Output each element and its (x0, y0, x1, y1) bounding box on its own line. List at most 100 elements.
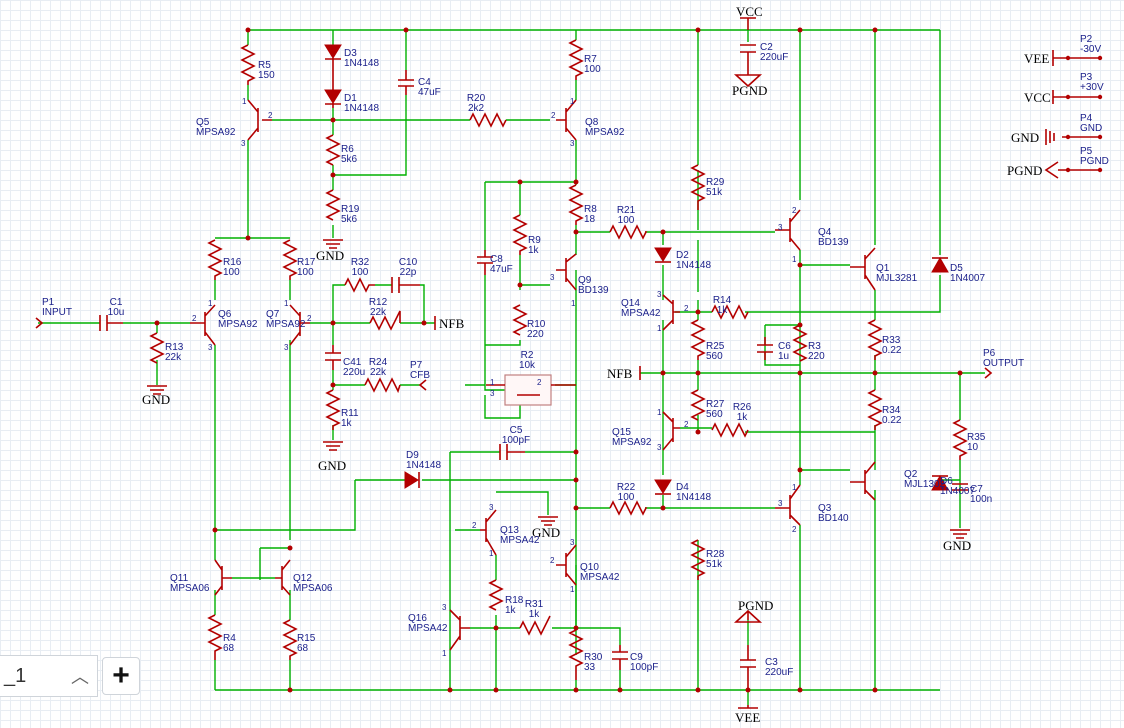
part-r4-value: 68 (223, 643, 235, 654)
part-r30-value: 33 (584, 662, 596, 673)
part-q7-ref: Q7 (266, 309, 280, 320)
part-r24-ref: R24 (369, 357, 388, 368)
part-d3-value: 1N4148 (344, 58, 379, 69)
part-r10-value: 220 (527, 329, 544, 340)
port-pgnd: PGND (1007, 163, 1042, 178)
part-r25-value: 560 (706, 351, 723, 362)
part-r5-value: 150 (258, 70, 275, 81)
part-r33-ref: R33 (882, 335, 901, 346)
part-r10-ref: R10 (527, 319, 546, 330)
part-q6-ref: Q6 (218, 309, 232, 320)
part-r15-ref: R15 (297, 633, 316, 644)
sheet-tab[interactable]: _1 ︿ (0, 655, 98, 697)
part-q13-value: MPSA42 (500, 535, 540, 546)
part-r11-value: 1k (341, 418, 353, 429)
part-r31-ref: R31 (525, 599, 544, 610)
pin-numbers: 123 123 31 321 213 213 312 132 312 231 2… (192, 97, 797, 658)
svg-text:1: 1 (490, 378, 495, 387)
part-c5-value: 100pF (502, 435, 530, 446)
part-q5-ref: Q5 (196, 117, 210, 128)
junction-dots (154, 27, 963, 693)
svg-text:P7: P7 (410, 360, 423, 371)
part-r32-value: 100 (352, 267, 369, 278)
part-c10-value: 22p (400, 267, 417, 278)
part-r5-ref: R5 (258, 60, 271, 71)
part-q16-value: MPSA42 (408, 623, 448, 634)
net-vee: VEE (735, 710, 760, 725)
part-q9-value: BD139 (578, 285, 609, 296)
part-r16-value: 100 (223, 267, 240, 278)
part-c7-ref: C7 (970, 484, 983, 495)
part-c9-value: 100pF (630, 662, 658, 673)
part-r6-value: 5k6 (341, 154, 358, 165)
port-vcc: VCC (1024, 90, 1051, 105)
svg-text:2: 2 (684, 304, 689, 313)
part-r13-ref: R13 (165, 342, 184, 353)
part-q15-ref: Q15 (612, 427, 631, 438)
part-d1-ref: D1 (344, 93, 357, 104)
svg-text:CFB: CFB (410, 370, 430, 381)
part-r27-value: 560 (706, 409, 723, 420)
part-d5-ref: D5 (950, 263, 963, 274)
part-r2-ref: R2 (521, 350, 534, 361)
add-sheet-button[interactable]: + (102, 657, 140, 695)
part-c41-ref: C41 (343, 357, 362, 368)
part-r31-value: 1k (529, 609, 541, 620)
part-r3-ref: R3 (808, 341, 821, 352)
svg-text:1: 1 (657, 408, 662, 417)
part-d4-value: 1N4148 (676, 492, 711, 503)
part-c2-value: 220uF (760, 52, 788, 63)
part-q10-ref: Q10 (580, 562, 599, 573)
part-r4-ref: R4 (223, 633, 236, 644)
port-labels: VEE VCC GND PGND P2 -30V P3 +30V P4 GND … (42, 34, 1109, 381)
part-q6-value: MPSA92 (218, 319, 258, 330)
svg-text:3: 3 (550, 273, 555, 282)
svg-text:1: 1 (657, 324, 662, 333)
part-q11-value: MPSA06 (170, 583, 210, 594)
part-q13-ref: Q13 (500, 525, 519, 536)
part-r29-ref: R29 (706, 177, 725, 188)
part-r20-value: 2k2 (468, 103, 485, 114)
part-c10-ref: C10 (399, 257, 418, 268)
part-r9-value: 1k (528, 245, 540, 256)
svg-text:3: 3 (241, 139, 246, 148)
part-r19-value: 5k6 (341, 214, 358, 225)
svg-text:2: 2 (550, 556, 555, 565)
part-d5-value: 1N4007 (950, 273, 985, 284)
part-r25-ref: R25 (706, 341, 725, 352)
part-r14-value: 1k (717, 305, 729, 316)
part-c3-value: 220uF (765, 667, 793, 678)
part-q5-value: MPSA92 (196, 127, 236, 138)
part-r29-value: 51k (706, 187, 723, 198)
svg-text:2: 2 (192, 314, 197, 323)
part-c41-value: 220u (343, 367, 365, 378)
svg-text:3: 3 (570, 139, 575, 148)
svg-text:+30V: +30V (1080, 82, 1104, 93)
part-d6-value: 1N4007 (940, 486, 975, 497)
net-gnd-r11: GND (318, 458, 346, 473)
part-r7-value: 100 (584, 64, 601, 75)
part-c4-ref: C4 (418, 77, 431, 88)
part-c8-ref: C8 (490, 254, 503, 265)
part-q1-value: MJL3281 (876, 273, 918, 284)
part-r21-value: 100 (618, 215, 635, 226)
part-c1-ref: C1 (110, 297, 123, 308)
part-r35-ref: R35 (967, 432, 986, 443)
part-q7-value: MPSA92 (266, 319, 306, 330)
svg-text:P5: P5 (1080, 146, 1093, 157)
part-r7-ref: R7 (584, 54, 597, 65)
part-r6-ref: R6 (341, 144, 354, 155)
part-r27-ref: R27 (706, 399, 725, 410)
svg-text:GND: GND (1080, 123, 1102, 134)
part-d6-ref: D6 (940, 476, 953, 487)
chevron-up-icon[interactable]: ︿ (71, 667, 89, 687)
svg-text:1: 1 (442, 649, 447, 658)
part-q12-ref: Q12 (293, 573, 312, 584)
svg-text:PGND: PGND (1080, 156, 1109, 167)
part-q14-value: MPSA42 (621, 308, 661, 319)
svg-text:2: 2 (551, 111, 556, 120)
part-r33-value: 0.22 (882, 345, 902, 356)
part-r24-value: 22k (370, 367, 387, 378)
svg-text:3: 3 (284, 343, 289, 352)
